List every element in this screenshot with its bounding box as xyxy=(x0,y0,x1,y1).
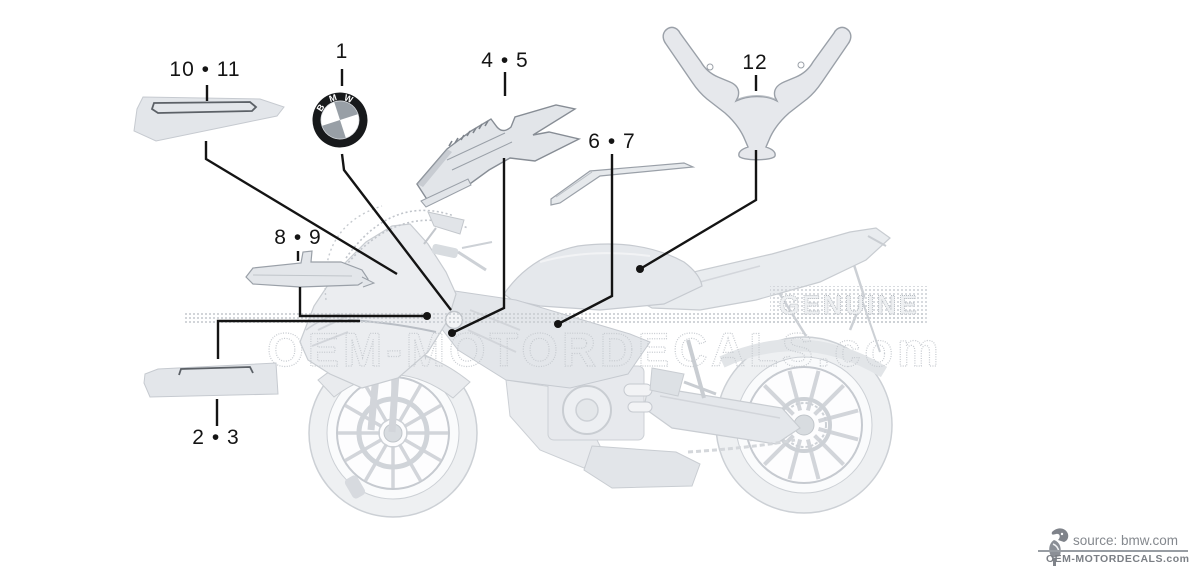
watermark-brand-text: OEM-MOTORDECALS.com xyxy=(267,323,943,376)
front-wheel xyxy=(308,348,478,518)
roundel-position-mark xyxy=(444,310,464,330)
leader-2-3 xyxy=(216,319,360,359)
leader-1 xyxy=(340,153,452,311)
callout-label-1: 1 xyxy=(335,40,349,63)
callout-label-2-3: 2 • 3 xyxy=(192,426,240,449)
callout-label-4-5: 4 • 5 xyxy=(481,49,529,72)
decal-2-3 xyxy=(143,362,279,398)
watermark-layer: OEM-MOTORDECALS.com GENUINE xyxy=(185,286,943,377)
callout-label-12: 12 xyxy=(742,51,768,74)
rear-wheel xyxy=(715,336,893,514)
leader-12 xyxy=(639,150,758,271)
svg-text:GENUINE: GENUINE xyxy=(779,290,920,320)
watermark-dotted-band xyxy=(185,313,924,323)
svg-text:M: M xyxy=(328,92,338,104)
source-attribution: source: bmw.com xyxy=(1073,533,1179,548)
callout-label-6-7: 6 • 7 xyxy=(588,130,636,153)
decal-12 xyxy=(662,26,852,161)
leader-6-7 xyxy=(557,154,614,326)
leader-10-11 xyxy=(204,141,398,276)
decal-4-5 xyxy=(416,104,582,208)
footer-divider xyxy=(1038,550,1188,552)
leader-4-5 xyxy=(451,158,506,335)
woodpecker-logo-icon xyxy=(1049,528,1069,566)
decal-10-11 xyxy=(133,96,285,142)
leader-8-9 xyxy=(298,287,426,318)
footer-brand-text: OEM-MOTORDECALS.com xyxy=(1046,553,1190,565)
leader-dots xyxy=(423,265,644,337)
bmw-roundel-icon: B M W xyxy=(312,92,368,148)
decal-6-7 xyxy=(550,162,696,206)
leader-lines xyxy=(204,69,758,426)
motorcycle-illustration xyxy=(299,205,893,518)
genuine-watermark: GENUINE xyxy=(770,286,928,323)
callout-label-10-11: 10 • 11 xyxy=(169,58,241,81)
svg-text:B: B xyxy=(315,102,327,113)
svg-text:W: W xyxy=(343,92,355,105)
callout-label-8-9: 8 • 9 xyxy=(274,226,322,249)
